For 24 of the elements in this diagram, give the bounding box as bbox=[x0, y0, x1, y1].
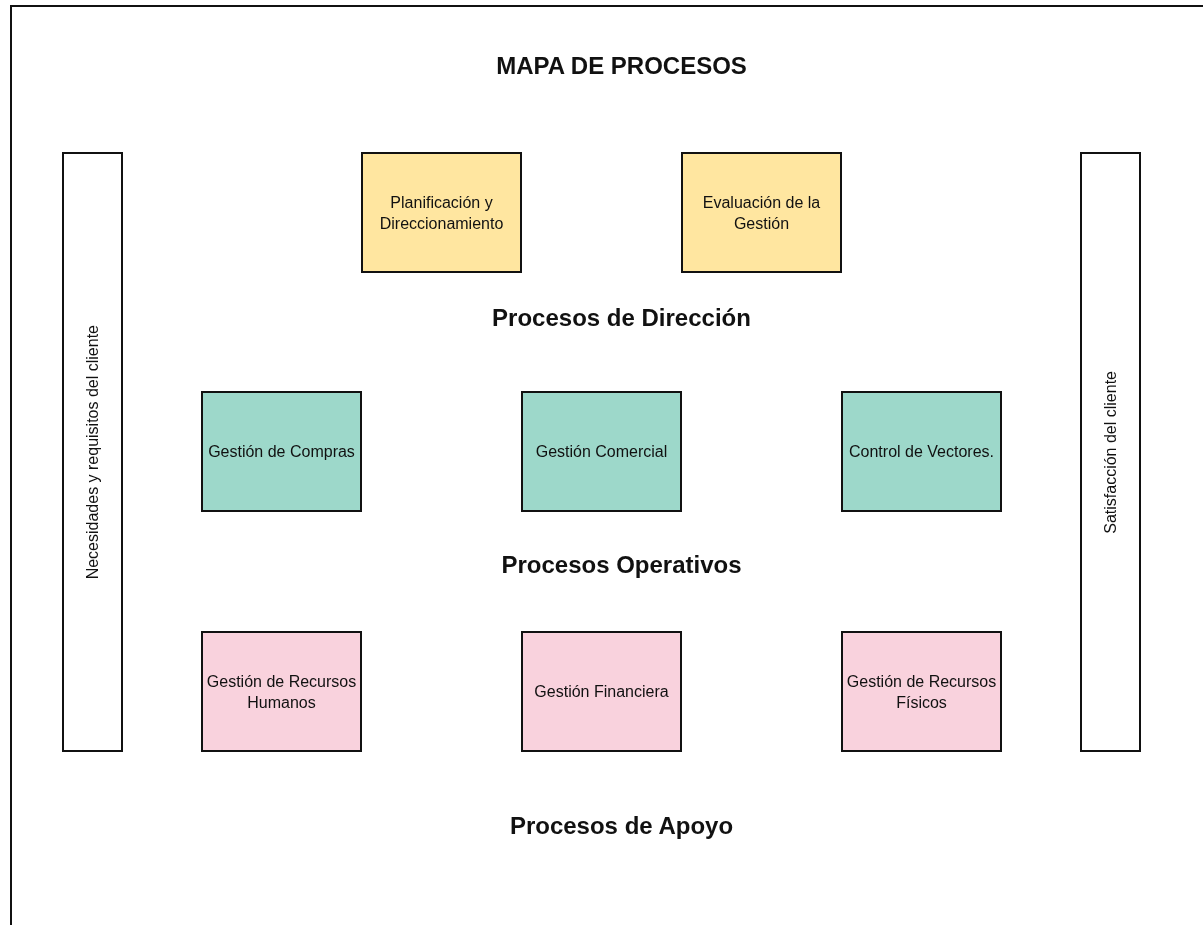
section-heading: Procesos de Dirección bbox=[492, 304, 751, 332]
process-label: Gestión de Recursos Humanos bbox=[205, 671, 358, 713]
bar-label: Necesidades y requisitos del cliente bbox=[83, 324, 102, 580]
process-box bbox=[841, 631, 1002, 752]
process-box bbox=[681, 152, 842, 273]
process-box bbox=[361, 152, 522, 273]
bar-label: Satisfacción del cliente bbox=[1101, 370, 1120, 534]
process-label: Gestión Financiera bbox=[534, 682, 669, 702]
process-label: Gestión de Compras bbox=[208, 442, 355, 462]
process-box bbox=[521, 631, 682, 752]
process-label: Control de Vectores. bbox=[849, 442, 994, 462]
diagram-title: MAPA DE PROCESOS bbox=[496, 52, 747, 80]
process-box bbox=[201, 391, 362, 512]
section-heading: Procesos Operativos bbox=[501, 551, 742, 579]
process-box bbox=[201, 631, 362, 752]
section-heading: Procesos de Apoyo bbox=[509, 812, 734, 840]
side-bar bbox=[1080, 152, 1141, 752]
process-box bbox=[521, 391, 682, 512]
process-label: Gestión Comercial bbox=[535, 442, 668, 462]
side-bar bbox=[62, 152, 123, 752]
process-label: Evaluación de la Gestión bbox=[701, 192, 822, 234]
process-label: Gestión de Recursos Físicos bbox=[845, 671, 998, 713]
process-label: Planificación y Direccionamiento bbox=[378, 192, 505, 234]
process-box bbox=[841, 391, 1002, 512]
